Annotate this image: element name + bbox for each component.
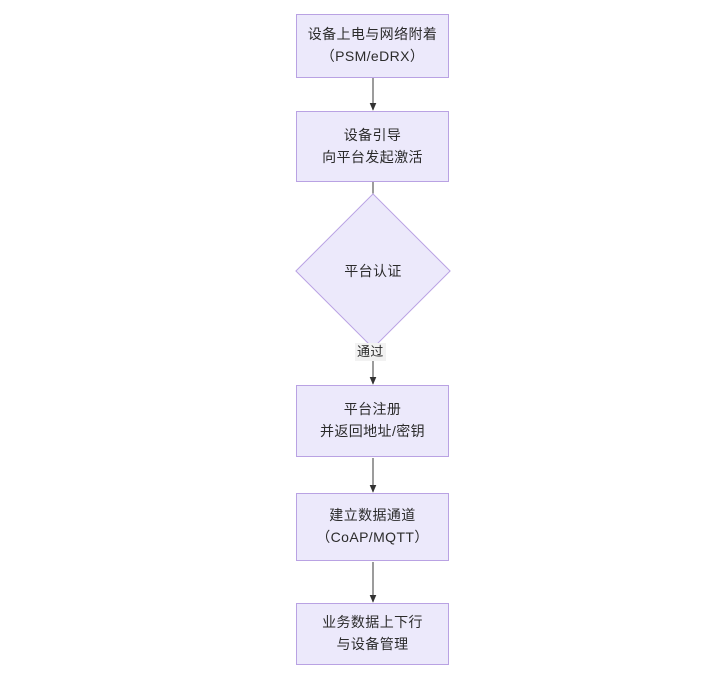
node-bootstrap-line-2: 向平台发起激活 — [322, 148, 423, 165]
node-power-on-line-1: 设备上电与网络附着 — [307, 26, 438, 43]
node-power-on-line-2: （PSM/eDRX） — [320, 48, 425, 64]
node-platform-register-line-2: 并返回地址/密钥 — [319, 423, 426, 439]
node-power-on[interactable]: 设备上电与网络附着 （PSM/eDRX） — [296, 14, 449, 78]
node-platform-register[interactable]: 平台注册 并返回地址/密钥 — [296, 385, 449, 457]
node-bootstrap[interactable]: 设备引导 向平台发起激活 — [296, 111, 449, 182]
edge-label-pass: 通过 — [355, 343, 386, 361]
node-platform-register-line-1: 平台注册 — [343, 401, 402, 418]
node-business-data-line-1: 业务数据上下行 — [322, 614, 423, 631]
node-data-channel[interactable]: 建立数据通道 （CoAP/MQTT） — [296, 493, 449, 561]
node-data-channel-line-1: 建立数据通道 — [329, 507, 416, 524]
node-bootstrap-line-1: 设备引导 — [343, 126, 402, 143]
node-business-data[interactable]: 业务数据上下行 与设备管理 — [296, 603, 449, 665]
node-platform-auth[interactable] — [295, 193, 451, 349]
node-data-channel-line-2: （CoAP/MQTT） — [316, 529, 429, 545]
node-business-data-line-2: 与设备管理 — [336, 636, 409, 652]
